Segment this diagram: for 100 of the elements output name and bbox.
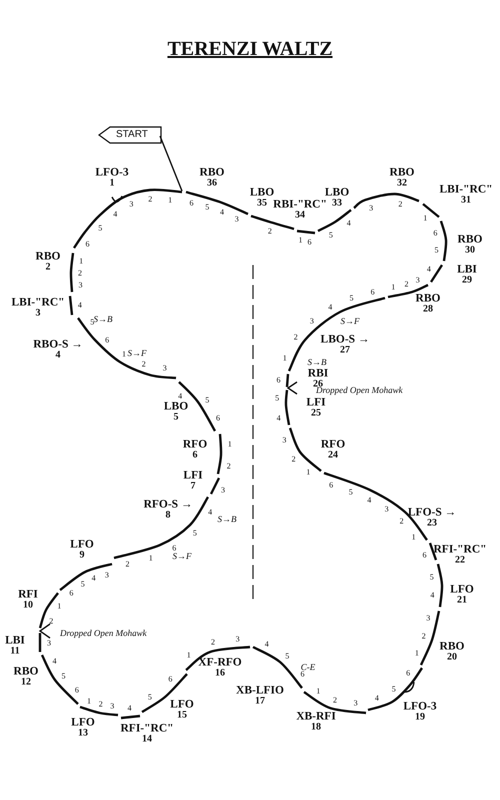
beat-count: 1 <box>298 236 302 245</box>
note-text: S→F <box>340 316 360 326</box>
step-number: 19 <box>414 712 426 724</box>
beat-count: 4 <box>128 704 132 713</box>
step-number: 27 <box>339 346 351 356</box>
beat-count: 1 <box>79 256 84 266</box>
beat-count: 3 <box>369 203 374 212</box>
step-name: RFI-"RC" <box>434 544 486 556</box>
beat-count: 3 <box>234 214 239 224</box>
note-text: S→F <box>172 551 192 561</box>
beat-count: 2 <box>148 194 152 204</box>
step-name: LFO-S → <box>408 506 456 519</box>
beat-count: 6 <box>370 287 375 296</box>
beat-count: 3 <box>104 570 109 579</box>
beat-count: 4 <box>374 694 379 703</box>
step-number: 31 <box>460 196 472 206</box>
beat-count: 1 <box>168 195 172 204</box>
step-number: 5 <box>172 412 180 424</box>
title: TERENZI WALTZ <box>166 38 334 61</box>
note-text: C-E <box>300 662 316 672</box>
beat-count: 6 <box>105 335 110 344</box>
beat-count: 3 <box>310 316 314 325</box>
beat-count: 4 <box>92 574 96 583</box>
step-number: 12 <box>20 678 32 688</box>
note-text: S→F <box>128 348 146 358</box>
beat-count: 4 <box>113 209 118 218</box>
beat-count: 1 <box>186 650 191 660</box>
beat-count: 3 <box>162 364 167 373</box>
beat-count: 1 <box>306 468 310 477</box>
step-number: 9 <box>78 550 86 562</box>
step-name: RBO <box>200 166 224 179</box>
step-name: RBO <box>416 292 440 305</box>
step-name: RFI <box>18 588 38 601</box>
beat-count: 6 <box>329 480 334 490</box>
step-name: LBI-"RC" <box>11 296 65 309</box>
step-number: 8 <box>164 510 172 522</box>
step-number: 25 <box>310 408 322 420</box>
beat-count: 4 <box>78 300 82 309</box>
step-number: 1 <box>108 178 116 190</box>
beat-count: 2 <box>398 199 402 208</box>
step-number: 35 <box>256 198 268 210</box>
beat-count: 2 <box>422 632 426 641</box>
beat-count: 1 <box>228 439 232 448</box>
beat-count: 5 <box>62 672 66 681</box>
step-number: 17 <box>254 696 266 708</box>
step-number: 6 <box>192 450 198 462</box>
step-name: LBO <box>250 186 274 199</box>
beat-count: 6 <box>69 588 74 597</box>
beat-count: 5 <box>90 318 94 327</box>
step-name: LBI <box>5 634 25 647</box>
step-number: 28 <box>422 304 434 316</box>
beat-count: 2 <box>400 516 404 526</box>
beat-count: 3 <box>110 701 114 710</box>
step-name: LFO <box>70 538 94 551</box>
note-text: S→B <box>218 514 236 524</box>
beat-count: 4 <box>346 218 351 228</box>
beat-count: 5 <box>348 487 353 496</box>
beat-count: 3 <box>384 504 389 514</box>
beat-count: 1 <box>282 353 287 362</box>
step-name: RBO-S → <box>33 338 83 351</box>
step-number: 20 <box>446 652 458 664</box>
beat-count: 3 <box>416 276 420 284</box>
step-name: RFO <box>182 438 208 451</box>
beat-count: 4 <box>367 495 372 504</box>
beat-count: 2 <box>126 559 130 568</box>
beat-count: 5 <box>148 692 152 702</box>
step-number: 15 <box>176 710 188 722</box>
step-name: RBO <box>36 250 60 263</box>
step-number: 33 <box>331 198 343 210</box>
step-name: RBO <box>14 666 38 678</box>
beat-count: 6 <box>216 413 220 422</box>
beat-count: 1 <box>122 349 126 358</box>
beat-count: 1 <box>414 648 419 657</box>
step-number: 22 <box>454 556 466 566</box>
beat-count: 5 <box>434 245 438 254</box>
step-number: 10 <box>22 600 34 612</box>
beat-count: 2 <box>98 699 103 708</box>
beat-count: 1 <box>423 213 428 222</box>
beat-count: 4 <box>430 590 434 600</box>
beat-count: 2 <box>333 696 337 705</box>
beat-count: 3 <box>282 435 286 444</box>
beat-count: 3 <box>236 634 240 644</box>
step-name: RBO <box>458 234 482 246</box>
beat-count: 3 <box>78 280 82 290</box>
step-name: LFO-3 <box>95 166 129 179</box>
beat-count: 6 <box>422 550 426 559</box>
beat-count: 5 <box>205 202 210 212</box>
step-number: 18 <box>310 722 322 734</box>
step-number: 30 <box>464 246 476 256</box>
step-name: LBI-"RC" <box>439 184 493 196</box>
beat-count: 6 <box>172 544 176 553</box>
beat-count: 4 <box>276 413 281 422</box>
step-name: LFI <box>183 470 203 482</box>
note-text: Dropped Open Mohawk <box>60 628 147 638</box>
beat-count: 6 <box>276 375 280 384</box>
note-text: S→B <box>94 314 112 324</box>
beat-count: 2 <box>49 616 54 626</box>
beat-count: 1 <box>316 686 320 696</box>
beat-count: 3 <box>426 614 430 623</box>
flag-label: START <box>116 129 148 140</box>
